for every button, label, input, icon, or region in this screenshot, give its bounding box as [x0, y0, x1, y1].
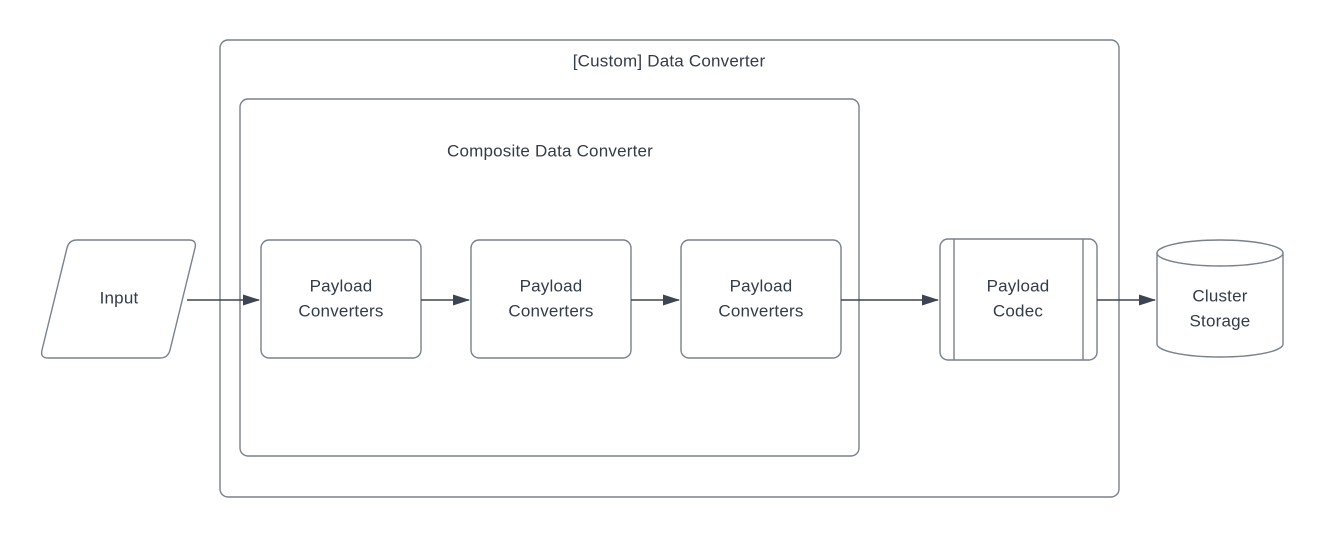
- payload-codec-label: Payload Codec: [986, 276, 1050, 320]
- payload-converters-3-shape: [680, 239, 842, 359]
- payload-converters-1-label: Payload Converters: [298, 276, 384, 320]
- outer-container-title: [Custom] Data Converter: [572, 51, 766, 71]
- cluster-storage-cylinder-shape: [1156, 239, 1284, 358]
- inner-container-title: Composite Data Converter: [446, 141, 654, 161]
- payload-converters-2-shape: [470, 239, 632, 359]
- cluster-storage-label: Cluster Storage: [1189, 286, 1251, 330]
- input-parallelogram-shape: [40, 239, 197, 359]
- payload-codec-shape: [939, 238, 1098, 361]
- payload-converters-1-shape: [260, 239, 422, 359]
- payload-converters-3-label: Payload Converters: [718, 276, 804, 320]
- input-label: Input: [99, 288, 139, 308]
- payload-converters-2-label: Payload Converters: [508, 276, 594, 320]
